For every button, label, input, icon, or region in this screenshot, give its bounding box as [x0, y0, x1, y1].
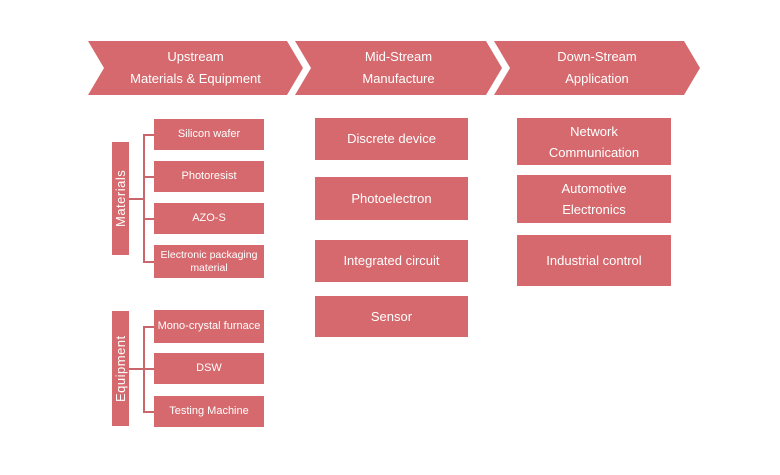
arrow-downstream-line2: Application — [565, 71, 629, 86]
equipment-bracket-branch-3 — [145, 411, 154, 413]
arrow-downstream: Down-Stream Application — [494, 41, 700, 95]
box-silicon-wafer: Silicon wafer — [154, 119, 264, 150]
materials-bracket-branch-3 — [145, 218, 154, 220]
box-testing-machine: Testing Machine — [154, 396, 264, 427]
materials-bracket-connector — [129, 198, 143, 200]
box-network-communication: Network Communication — [517, 118, 671, 165]
box-discrete-device: Discrete device — [315, 118, 468, 160]
box-industrial-control: Industrial control — [517, 235, 671, 286]
arrow-midstream-line1: Mid-Stream — [364, 49, 433, 64]
arrow-midstream-line2: Manufacture — [362, 71, 435, 86]
box-mono-crystal-furnace: Mono-crystal furnace — [154, 310, 264, 343]
box-electronic-packaging-material: Electronic packaging material — [154, 245, 264, 278]
materials-bracket-branch-4 — [145, 261, 154, 263]
arrow-midstream: Mid-Stream Manufacture — [295, 41, 502, 95]
arrow-upstream: Upstream Materials & Equipment — [88, 41, 303, 95]
materials-bracket-spine — [143, 134, 145, 263]
arrow-upstream-line2: Materials & Equipment — [130, 71, 261, 86]
box-sensor: Sensor — [315, 296, 468, 337]
equipment-group-label: Equipment — [112, 311, 129, 426]
box-azo-s: AZO-S — [154, 203, 264, 234]
arrow-upstream-line1: Upstream — [167, 49, 224, 64]
equipment-bracket-connector — [129, 368, 143, 370]
materials-group-label: Materials — [112, 142, 129, 255]
arrow-downstream-line1: Down-Stream — [557, 49, 637, 64]
box-photoelectron: Photoelectron — [315, 177, 468, 220]
box-dsw: DSW — [154, 353, 264, 384]
box-integrated-circuit: Integrated circuit — [315, 240, 468, 282]
equipment-bracket-branch-2 — [145, 368, 154, 370]
equipment-bracket-branch-1 — [145, 326, 154, 328]
box-automotive-electronics: Automotive Electronics — [517, 175, 671, 223]
materials-bracket-branch-2 — [145, 176, 154, 178]
materials-bracket-branch-1 — [145, 134, 154, 136]
box-photoresist: Photoresist — [154, 161, 264, 192]
equipment-bracket-spine — [143, 326, 145, 413]
